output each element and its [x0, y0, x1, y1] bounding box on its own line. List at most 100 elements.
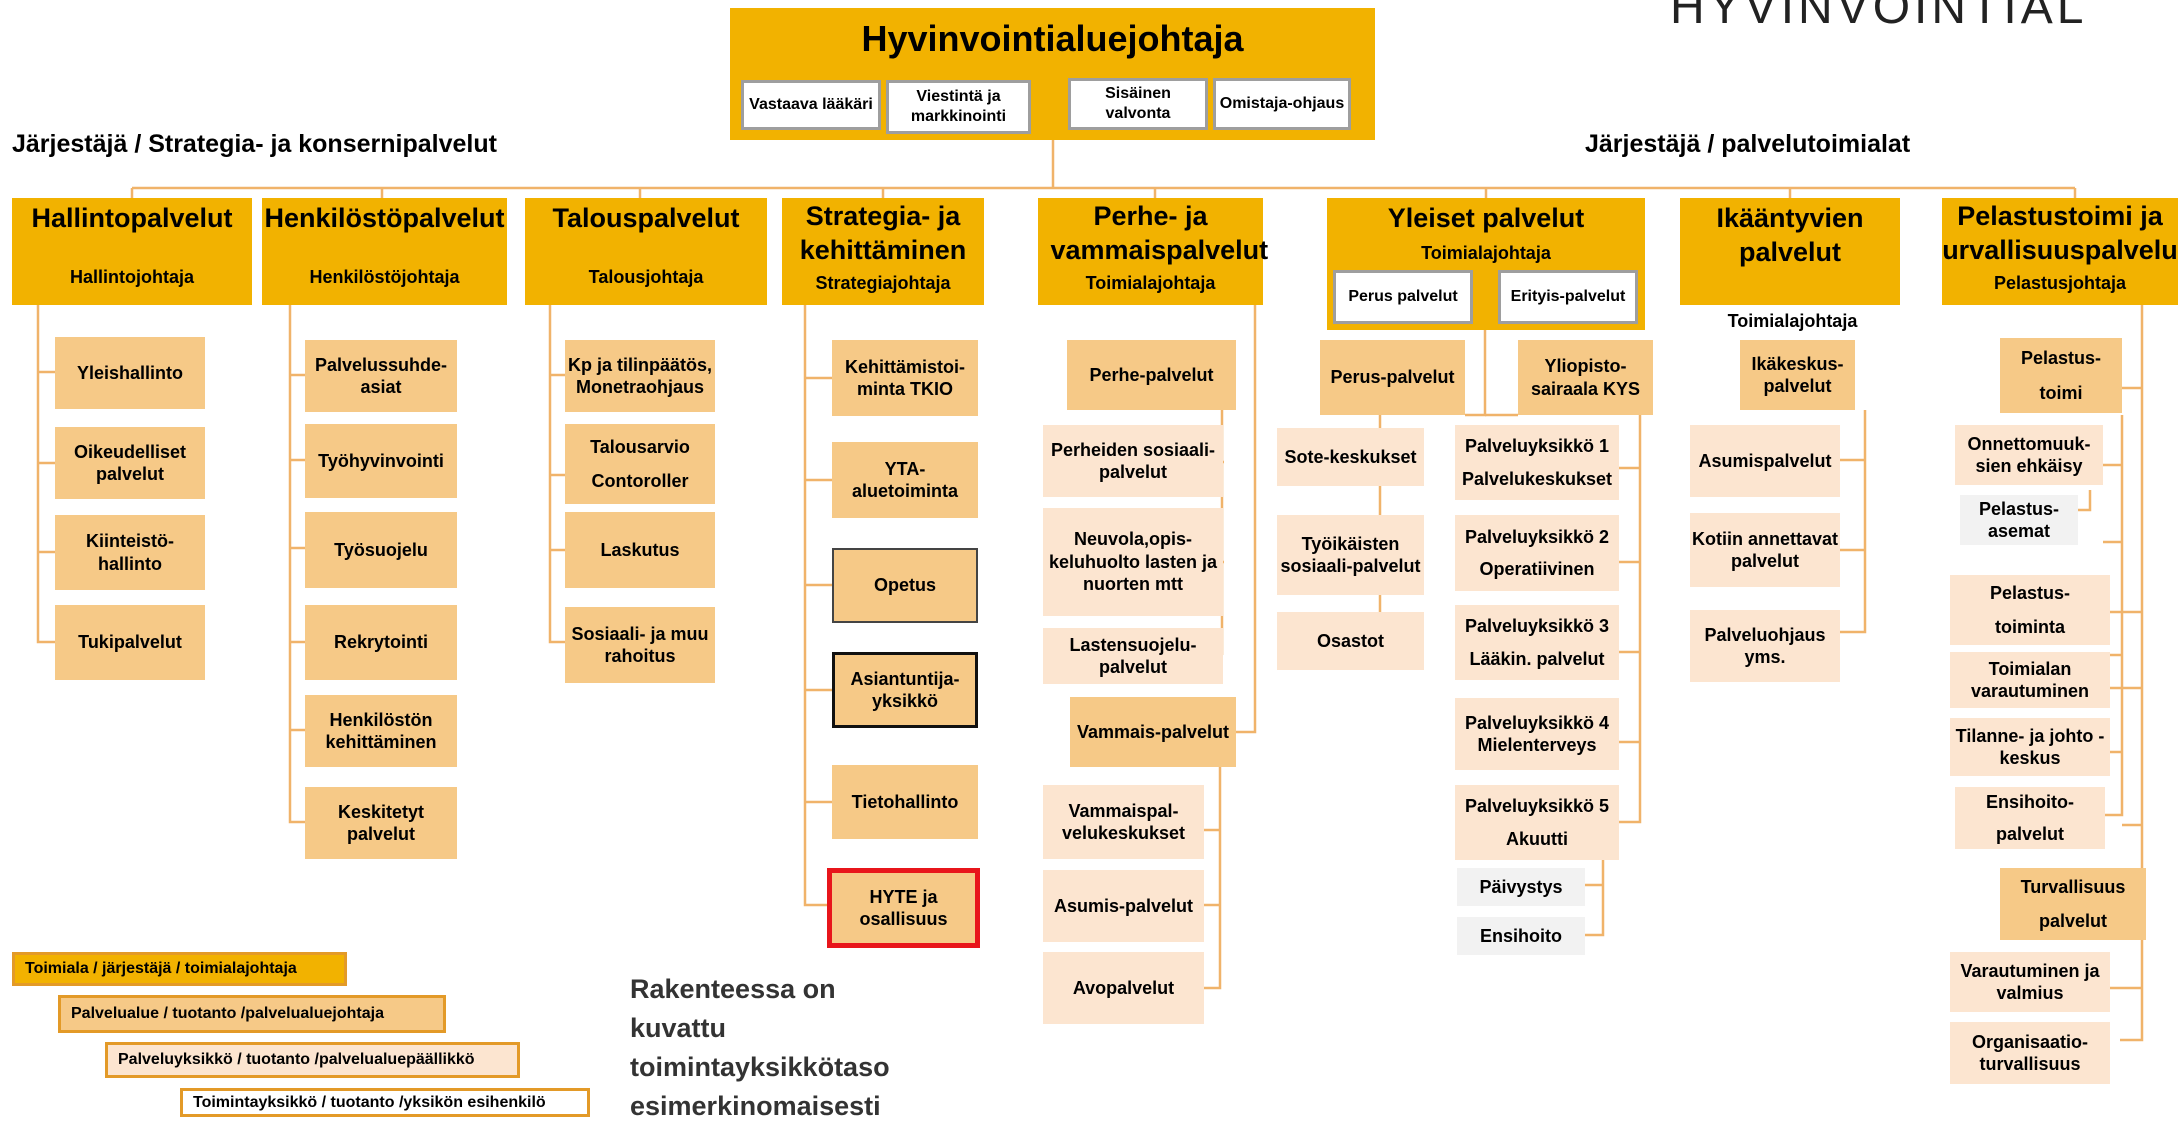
unit-palveluyksikko-5: Palveluyksikkö 5 Akuutti	[1455, 785, 1619, 860]
unit-line: Operatiivinen	[1479, 559, 1595, 579]
unit-line: palvelut	[1995, 824, 2065, 844]
header-lead: Talousjohtaja	[588, 266, 704, 287]
unit-palveluyksikko-4: Palveluyksikkö 4 Mielenterveys	[1455, 698, 1619, 770]
box-omistajaohjaus: Omistaja-ohjaus	[1213, 78, 1351, 130]
unit-line: Turvallisuus	[2020, 876, 2126, 897]
unit-line: Palveluyksikkö 5	[1464, 796, 1610, 816]
unit-turvallisuuspalvelut: Turvallisuus palvelut	[2000, 868, 2146, 940]
unit-line: toimi	[2039, 382, 2083, 403]
unit-tilannekeskus: Tilanne- ja johto -keskus	[1950, 718, 2110, 776]
lead-ikaantyvien: Toimialajohtaja	[1727, 310, 1858, 331]
unit-yta: YTA-aluetoiminta	[832, 442, 978, 518]
header-pelastus: Pelastustoimi ja turvallisuuspalvelut Pe…	[1942, 198, 2178, 305]
note-line: esimerkinomaisesti	[630, 1091, 881, 1122]
unit-ikakeskus: Ikäkeskus-palvelut	[1740, 340, 1855, 410]
unit-vammais-palvelut: Vammais-palvelut	[1070, 697, 1236, 767]
unit-kehittamistoiminta: Kehittämistoi-minta TKIO	[832, 340, 978, 416]
header-title: Pelastustoimi ja turvallisuuspalvelut	[1942, 201, 2178, 265]
header-lead: Pelastusjohtaja	[1993, 272, 2127, 293]
unit-tyoikaisten: Työikäisten sosiaali-palvelut	[1277, 515, 1424, 595]
unit-tyohyvinvointi: Työhyvinvointi	[305, 424, 457, 498]
unit-neuvola: Neuvola,opis-keluhuolto lasten ja nuorte…	[1043, 508, 1223, 616]
unit-varautuminen-valmius: Varautuminen ja valmius	[1950, 952, 2110, 1012]
unit-line: Palveluyksikkö 2	[1464, 526, 1610, 547]
unit-perhe-palvelut: Perhe-palvelut	[1067, 340, 1236, 410]
header-henkilostopalvelut: Henkilöstöpalvelut Henkilöstöjohtaja	[262, 198, 507, 305]
section-left-label: Järjestäjä / Strategia- ja konsernipalve…	[12, 130, 497, 158]
unit-ensihoito: Ensihoito	[1457, 917, 1585, 955]
unit-pelastusasemat: Pelastus-asemat	[1960, 495, 2078, 545]
unit-talousarvio: Talousarvio Contoroller	[565, 424, 715, 504]
unit-line: Lääkin. palvelut	[1469, 648, 1605, 669]
unit-organisaatioturvallisuus: Organisaatio-turvallisuus	[1950, 1022, 2110, 1084]
header-talouspalvelut: Talouspalvelut Talousjohtaja	[525, 198, 767, 305]
unit-perus-palvelut: Perus-palvelut	[1320, 340, 1465, 415]
unit-line: palvelut	[2038, 911, 2108, 931]
unit-asumispalvelut: Asumispalvelut	[1690, 425, 1840, 497]
unit-line: Contoroller	[591, 471, 689, 491]
unit-ensihoitopalvelut: Ensihoito- palvelut	[1955, 787, 2105, 849]
box-erityis-palvelut: Erityis-palvelut	[1498, 270, 1638, 324]
unit-hyte: HYTE ja osallisuus	[827, 868, 980, 948]
unit-asiantuntija: Asiantuntija-yksikkö	[832, 652, 978, 728]
header-title: Strategia- ja kehittäminen	[799, 201, 967, 265]
unit-line: Pelastus-	[2020, 348, 2102, 368]
note-line: toimintayksikkötaso	[630, 1052, 890, 1083]
unit-pelastustoimi: Pelastus- toimi	[2000, 338, 2122, 413]
unit-line: Palvelukeskukset	[1461, 468, 1613, 489]
unit-yliopistosairaala: Yliopisto-sairaala KYS	[1518, 340, 1653, 415]
unit-line: Palveluyksikkö 3	[1464, 616, 1610, 636]
header-strategia: Strategia- ja kehittäminen Strategiajoht…	[782, 198, 984, 305]
box-perus-palvelut: Perus palvelut	[1333, 270, 1473, 324]
header-title: Henkilöstöpalvelut	[264, 203, 505, 233]
unit-tukipalvelut: Tukipalvelut	[55, 605, 205, 680]
unit-rekrytointi: Rekrytointi	[305, 605, 457, 680]
unit-palveluohjaus: Palveluohjaus yms.	[1690, 610, 1840, 682]
box-sisainen-valvonta: Sisäinen valvonta	[1068, 78, 1208, 130]
unit-kiinteisto: Kiinteistö-hallinto	[55, 515, 205, 590]
top-leader-title: Hyvinvointialuejohtaja	[861, 18, 1244, 59]
unit-paivystys: Päivystys	[1457, 868, 1585, 906]
unit-avopalvelut: Avopalvelut	[1043, 952, 1204, 1024]
unit-line: toiminta	[1995, 617, 2065, 637]
header-hallintopalvelut: Hallintopalvelut Hallintojohtaja	[12, 198, 252, 305]
unit-oikeudelliset: Oikeudelliset palvelut	[55, 427, 205, 499]
header-lead: Henkilöstöjohtaja	[309, 266, 460, 287]
unit-sosiaali-rahoitus: Sosiaali- ja muu rahoitus	[565, 607, 715, 683]
unit-yleishallinto: Yleishallinto	[55, 337, 205, 409]
unit-line: Talousarvio	[590, 436, 690, 457]
header-title: Yleiset palvelut	[1387, 203, 1585, 233]
unit-lastensuojelu: Lastensuojelu-palvelut	[1043, 628, 1223, 684]
unit-vammaispalvelukeskukset: Vammaispal-velukeskukset	[1043, 785, 1204, 859]
unit-asumis-palvelut: Asumis-palvelut	[1043, 870, 1204, 942]
box-vastaava-laakari: Vastaava lääkäri	[741, 80, 881, 130]
unit-palveluyksikko-2: Palveluyksikkö 2 Operatiivinen	[1455, 515, 1619, 591]
unit-opetus: Opetus	[832, 548, 978, 623]
unit-onnettomuuksien-ehkaisy: Onnettomuuk-sien ehkäisy	[1955, 425, 2103, 485]
note-text: Rakenteessa on kuvattu toimintayksikköta…	[630, 970, 890, 1127]
unit-palveluyksikko-3: Palveluyksikkö 3 Lääkin. palvelut	[1455, 605, 1619, 680]
box-viestinta: Viestintä ja markkinointi	[886, 80, 1031, 134]
unit-line: Akuutti	[1506, 828, 1568, 849]
unit-sote-keskukset: Sote-keskukset	[1277, 428, 1424, 486]
legend-level-2: Palvelualue / tuotanto /palvelualuejohta…	[58, 995, 446, 1033]
note-line: kuvattu	[630, 1013, 727, 1044]
unit-line: Pelastus-	[1989, 582, 2071, 603]
unit-osastot: Osastot	[1277, 612, 1424, 670]
unit-pelastustoiminta: Pelastus- toiminta	[1950, 575, 2110, 645]
unit-kp-tilinpaatos: Kp ja tilinpäätös, Monetraohjaus	[565, 340, 715, 412]
unit-henkiloston-kehittaminen: Henkilöstön kehittäminen	[305, 695, 457, 767]
header-lead: Toimialajohtaja	[1421, 242, 1551, 263]
unit-tyosuojelu: Työsuojelu	[305, 512, 457, 588]
brand-logo-text: HYVINVOINTIAL	[1670, 0, 2088, 34]
unit-toimialan-varautuminen: Toimialan varautuminen	[1950, 652, 2110, 708]
header-lead: Strategiajohtaja	[815, 272, 951, 293]
header-title: Perhe- ja vammaispalvelut	[1050, 201, 1269, 265]
header-title: Hallintopalvelut	[31, 203, 233, 233]
unit-laskutus: Laskutus	[565, 512, 715, 588]
unit-line: Palveluyksikkö 1	[1464, 436, 1610, 456]
unit-keskitetyt: Keskitetyt palvelut	[305, 787, 457, 859]
unit-perheiden-sosiaali: Perheiden sosiaali-palvelut	[1043, 425, 1223, 497]
header-title: Talouspalvelut	[552, 203, 740, 233]
